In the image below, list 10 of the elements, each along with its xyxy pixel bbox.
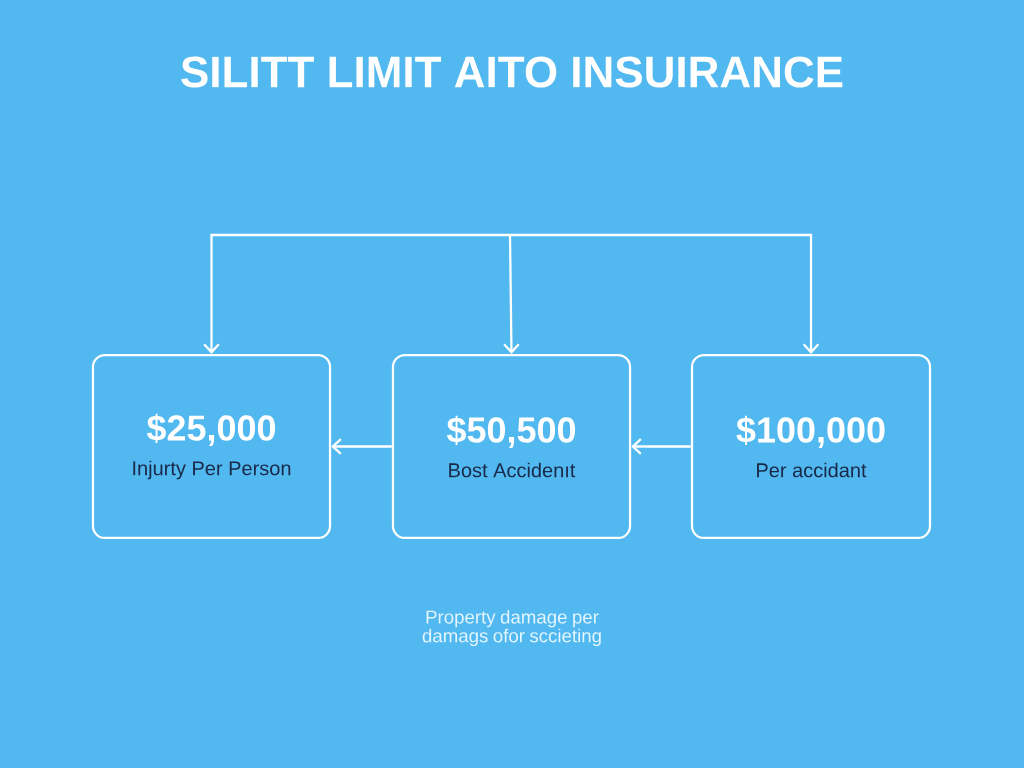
arrow [203, 233, 510, 354]
value-box: $100,000 Per accidant [690, 353, 932, 540]
title: SILITT LIMIT AITO INSUIRANCE [181, 56, 843, 88]
arrow [631, 438, 691, 455]
arrow [510, 233, 820, 354]
value-box: $50,500 Bost Accidenıt [391, 353, 632, 540]
arrow [503, 235, 520, 354]
value-box: $25,000 Injurty Per Person [91, 353, 332, 540]
note-text: Property damage per damags ofor sccieting [422, 609, 601, 647]
arrow [331, 438, 392, 455]
